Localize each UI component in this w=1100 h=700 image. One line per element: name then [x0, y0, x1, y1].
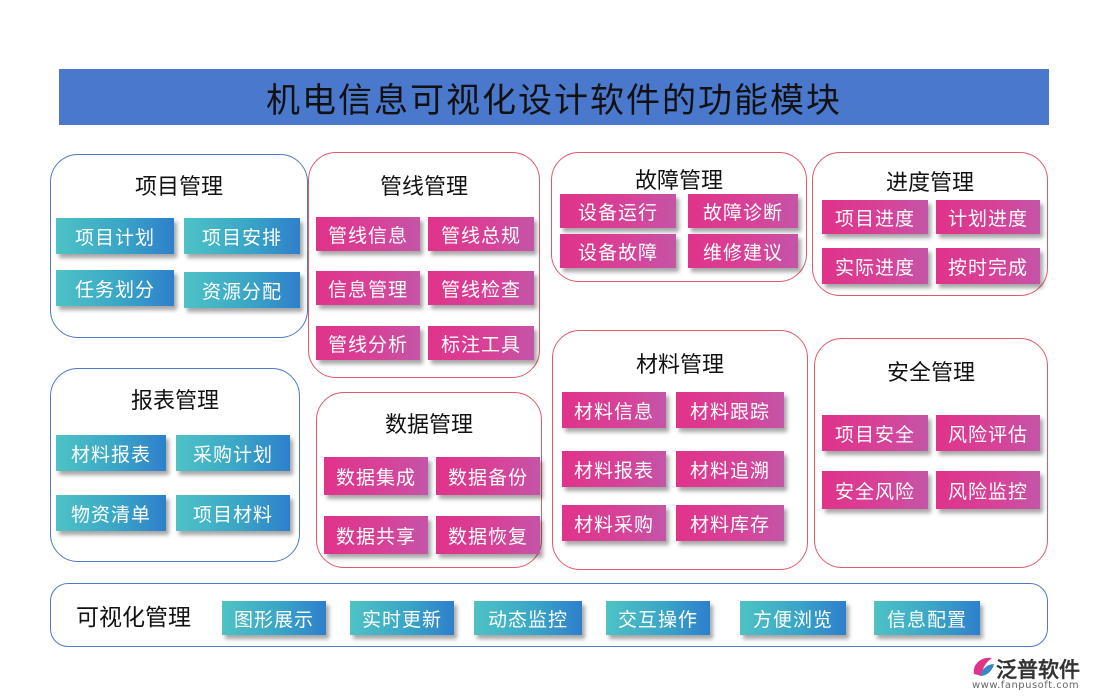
module-item-info-manage: 信息管理	[316, 271, 420, 305]
module-item-project-material: 项目材料	[176, 495, 290, 531]
module-item-supply-list: 物资清单	[56, 495, 166, 531]
module-item-material-track: 材料跟踪	[676, 392, 784, 428]
module-item-data-restore: 数据恢复	[436, 516, 540, 554]
panel-safety: 安全管理	[814, 338, 1048, 568]
module-item-data-backup: 数据备份	[436, 457, 540, 495]
logo-icon	[973, 657, 994, 676]
module-item-fault-diag: 故障诊断	[688, 194, 798, 228]
module-item-material-purchase: 材料采购	[562, 505, 666, 541]
module-item-project-plan: 项目计划	[56, 218, 174, 254]
module-item-info-config: 信息配置	[874, 601, 980, 635]
module-item-material-trace: 材料追溯	[676, 451, 784, 487]
brand-logo: 泛普软件 www.fanpusoft.com	[968, 652, 1090, 694]
module-item-risk-monitor: 风险监控	[936, 471, 1040, 509]
module-item-safety-risk: 安全风险	[822, 471, 928, 509]
module-item-pipe-plan: 管线总规	[428, 217, 534, 251]
module-item-project-safety: 项目安全	[822, 415, 928, 451]
logo-url: www.fanpusoft.com	[972, 680, 1080, 691]
module-item-material-report-2: 材料报表	[562, 451, 666, 487]
diagram-title: 机电信息可视化设计软件的功能模块	[266, 80, 842, 121]
module-item-material-report: 材料报表	[56, 435, 166, 471]
module-item-material-info: 材料信息	[562, 392, 666, 428]
module-item-device-run: 设备运行	[560, 194, 676, 228]
logo-name: 泛普软件	[996, 658, 1080, 682]
module-item-project-arrange: 项目安排	[184, 218, 300, 254]
panel-title-safety: 安全管理	[886, 361, 975, 386]
module-item-actual-progress: 实际进度	[822, 248, 928, 284]
module-item-graph-display: 图形展示	[222, 601, 326, 635]
module-item-mark-tool: 标注工具	[428, 326, 534, 360]
module-item-purchase-plan: 采购计划	[176, 435, 290, 471]
module-item-pipe-check: 管线检查	[428, 271, 534, 305]
panel-title-fault: 故障管理	[634, 169, 723, 194]
module-item-repair-advice: 维修建议	[688, 234, 798, 268]
module-item-realtime-update: 实时更新	[350, 601, 454, 635]
module-item-task-split: 任务划分	[56, 270, 174, 306]
module-item-interactive-op: 交互操作	[606, 601, 710, 635]
module-item-material-stock: 材料库存	[676, 505, 784, 541]
module-item-pipe-analysis: 管线分析	[316, 326, 420, 360]
title-bar: 机电信息可视化设计软件的功能模块	[59, 69, 1049, 125]
module-item-data-integrate: 数据集成	[324, 457, 428, 495]
module-item-project-progress: 项目进度	[822, 200, 928, 234]
panel-title-pipeline: 管线管理	[379, 175, 468, 200]
panel-title-project: 项目管理	[134, 175, 223, 200]
panel-title-material: 材料管理	[635, 353, 724, 378]
module-item-pipe-info: 管线信息	[316, 217, 420, 251]
panel-title-progress: 进度管理	[885, 171, 974, 196]
panel-title-data: 数据管理	[384, 413, 473, 438]
panel-title-report: 报表管理	[130, 389, 219, 414]
module-item-data-share: 数据共享	[324, 516, 428, 554]
panel-title-visual: 可视化管理	[76, 605, 191, 631]
module-item-dynamic-monitor: 动态监控	[474, 601, 582, 635]
module-item-device-fault: 设备故障	[560, 234, 676, 268]
module-item-plan-progress: 计划进度	[936, 200, 1040, 234]
module-item-easy-browse: 方便浏览	[740, 601, 846, 635]
module-item-on-time: 按时完成	[936, 248, 1040, 284]
module-item-resource-alloc: 资源分配	[184, 272, 300, 308]
module-item-risk-assess: 风险评估	[936, 415, 1040, 451]
